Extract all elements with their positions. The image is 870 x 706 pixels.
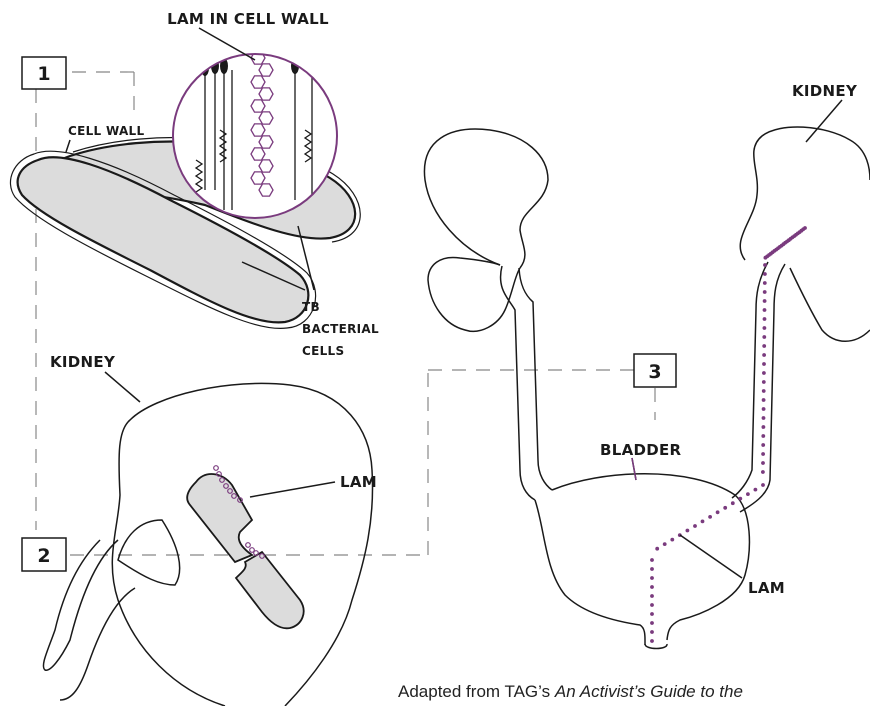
step-1-number: 1	[37, 63, 50, 85]
cell-wall-magnified-view	[173, 52, 337, 218]
label-lam-bladder: LAM	[748, 579, 785, 597]
label-tb-line2: BACTERIAL	[302, 322, 379, 336]
step-3-number: 3	[648, 361, 661, 383]
step-2-box: 2	[22, 538, 66, 571]
step-2-number: 2	[37, 545, 50, 567]
label-cell-wall: CELL WALL	[68, 124, 145, 138]
label-lam-in-cell-wall: LAM IN CELL WALL	[167, 10, 329, 28]
step-3-box: 3	[634, 354, 676, 387]
label-lam-kidney: LAM	[340, 473, 377, 491]
label-bladder: BLADDER	[600, 441, 682, 459]
step-1-box: 1	[22, 57, 66, 89]
source-caption: Adapted from TAG’s An Activist’s Guide t…	[398, 682, 743, 701]
label-tb-line3: CELLS	[302, 344, 344, 358]
label-kidney-right: KIDNEY	[792, 82, 858, 100]
kidney-closeup	[43, 383, 372, 706]
label-kidney-left: KIDNEY	[50, 353, 116, 371]
caption-title: An Activist’s Guide to the	[554, 682, 743, 701]
label-tb-line1: TB	[302, 300, 320, 314]
caption-prefix: Adapted from TAG’s	[398, 682, 555, 701]
section-3-leaders	[632, 100, 842, 578]
